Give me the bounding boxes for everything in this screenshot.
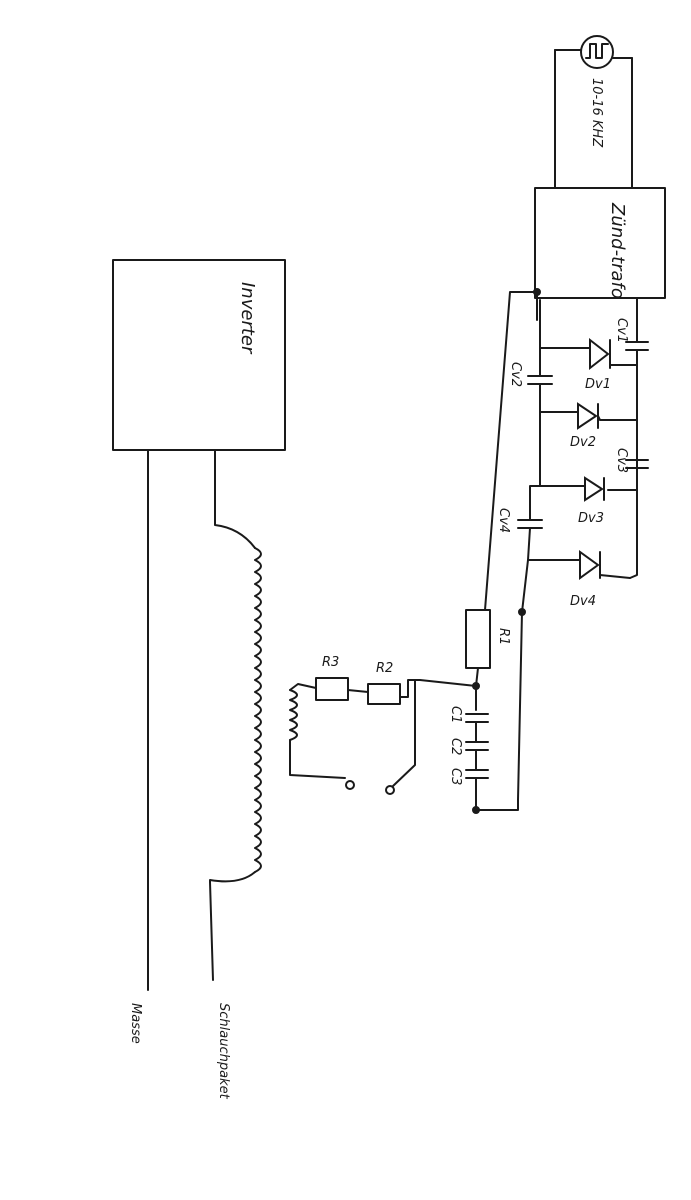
r2-label: R2 bbox=[376, 661, 393, 676]
diode-dv4 bbox=[579, 550, 601, 580]
spark-gap-terminal-left bbox=[345, 780, 355, 790]
cv1-label: Cv1 bbox=[614, 318, 629, 343]
dv3-label: Dv3 bbox=[578, 511, 604, 526]
c1-label: C1 bbox=[448, 706, 463, 723]
zuendtrafo-label: Zünd-trafo bbox=[607, 202, 628, 299]
cv4-label: Cv4 bbox=[496, 508, 511, 533]
schlauchpaket-label: Schlauchpaket bbox=[216, 1003, 231, 1100]
dv4-label: Dv4 bbox=[570, 594, 596, 609]
diode-dv2 bbox=[577, 402, 599, 430]
schlauchpaket-wire-top bbox=[214, 449, 256, 549]
resistor-r3 bbox=[315, 677, 349, 701]
r3-label: R3 bbox=[322, 655, 339, 670]
main-coil bbox=[254, 547, 262, 873]
frequency-label: 10-16 KHZ bbox=[589, 78, 604, 148]
capacitor-c1 bbox=[465, 713, 489, 723]
capacitor-cv1 bbox=[625, 341, 649, 351]
frequency-generator: 10-16 KHZ bbox=[554, 35, 633, 189]
capacitor-cv4 bbox=[517, 519, 543, 529]
capacitor-c2 bbox=[465, 741, 489, 751]
cv2-label: Cv2 bbox=[508, 362, 523, 387]
inverter-label: Inverter bbox=[237, 282, 258, 355]
c3-label: C3 bbox=[448, 768, 463, 785]
diode-dv3 bbox=[584, 476, 605, 502]
c2-label: C2 bbox=[448, 738, 463, 755]
resistor-r1 bbox=[465, 609, 491, 669]
spark-gap-terminal-right bbox=[385, 785, 395, 795]
square-wave-source-icon bbox=[580, 35, 614, 69]
inverter-block: Inverter bbox=[112, 259, 286, 451]
dv2-label: Dv2 bbox=[570, 435, 596, 450]
resistor-r2 bbox=[367, 683, 401, 705]
schlauchpaket-wire-bottom bbox=[209, 871, 256, 981]
zuendtrafo-block: Zünd-trafo bbox=[534, 187, 666, 299]
capacitor-cv2 bbox=[527, 375, 553, 385]
dv1-label: Dv1 bbox=[585, 377, 611, 392]
r1-label: R1 bbox=[496, 628, 511, 645]
cv3-label: Cv3 bbox=[614, 448, 629, 473]
capacitor-c3 bbox=[465, 769, 489, 779]
multiplier-left-wire bbox=[484, 291, 538, 611]
small-coil bbox=[289, 689, 298, 741]
masse-label: Masse bbox=[128, 1003, 143, 1044]
diode-dv1 bbox=[589, 337, 611, 371]
